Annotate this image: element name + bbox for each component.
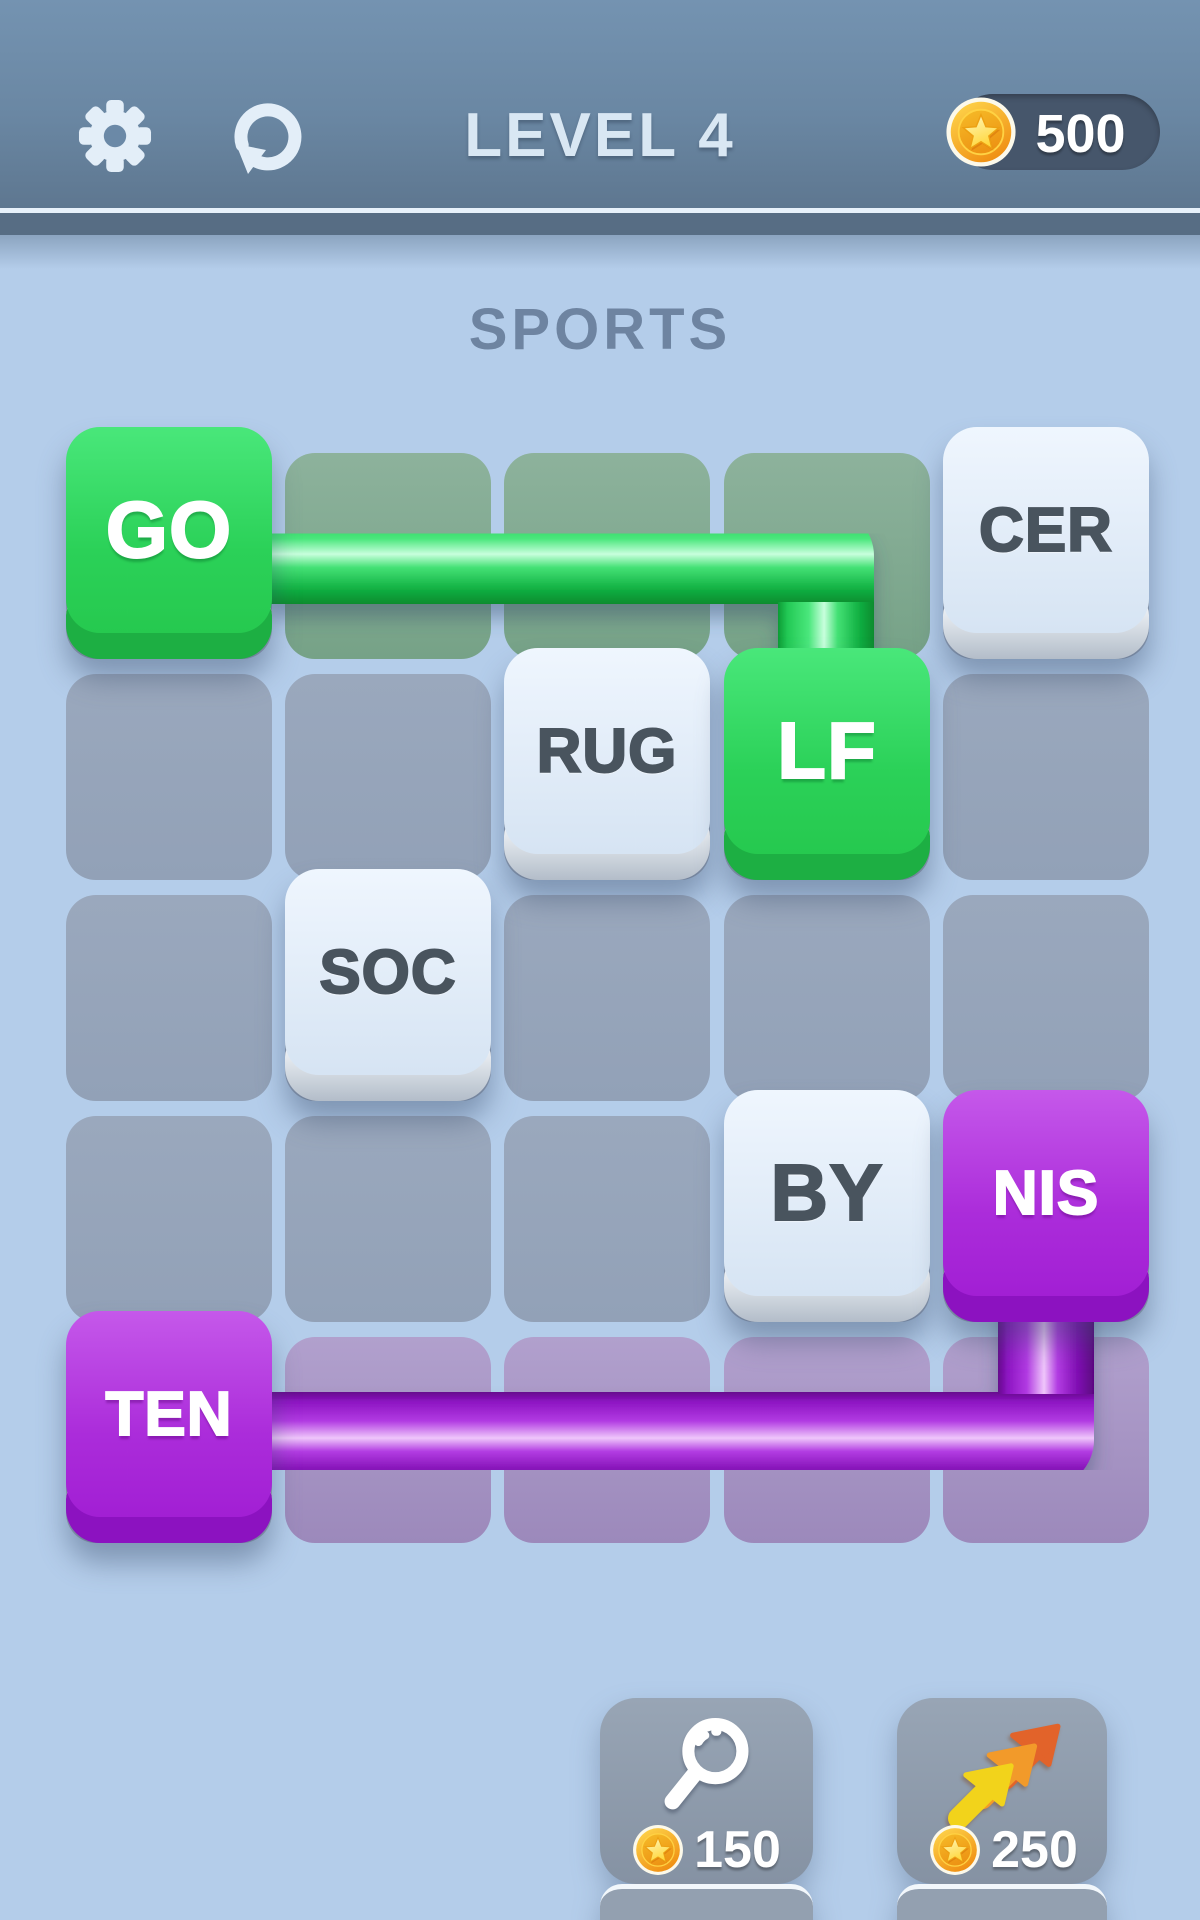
level-title: LEVEL 4 xyxy=(464,101,736,170)
coin-icon xyxy=(632,1824,684,1876)
coin-icon xyxy=(929,1824,981,1876)
tile-face: BY xyxy=(724,1090,930,1296)
boost-button-face: 250 xyxy=(897,1698,1107,1884)
tile-face: NIS xyxy=(943,1090,1149,1296)
top-bar-separator xyxy=(0,208,1200,213)
board-cell xyxy=(504,1116,710,1322)
tile-label: TEN xyxy=(105,1379,233,1450)
board-cell xyxy=(943,895,1149,1101)
tile-rug[interactable]: RUG xyxy=(504,648,710,880)
tile-label: NIS xyxy=(992,1158,1100,1229)
tile-label: BY xyxy=(769,1147,884,1238)
tile-face: TEN xyxy=(66,1311,272,1517)
board-cell xyxy=(943,674,1149,880)
board-cell xyxy=(66,674,272,880)
board-cell xyxy=(504,895,710,1101)
settings-button[interactable] xyxy=(78,98,152,174)
board-cell xyxy=(285,1116,491,1322)
boost-cost: 250 xyxy=(991,1821,1078,1879)
category-title: SPORTS xyxy=(468,297,732,362)
hint-button-face: 150 xyxy=(600,1698,813,1884)
arrows-icon xyxy=(897,1712,1107,1829)
board-cell xyxy=(66,895,272,1101)
tile-label: RUG xyxy=(536,716,678,787)
tile-face: LF xyxy=(724,648,930,854)
coin-balance-badge: 500 xyxy=(945,94,1160,170)
coin-icon xyxy=(945,96,1017,168)
tile-go[interactable]: GO xyxy=(66,427,272,659)
coin-balance: 500 xyxy=(1035,104,1126,164)
gear-icon xyxy=(78,99,152,173)
tile-label: LF xyxy=(776,705,877,796)
tile-cer[interactable]: CER xyxy=(943,427,1149,659)
tile-face: GO xyxy=(66,427,272,633)
tile-nis[interactable]: NIS xyxy=(943,1090,1149,1322)
tile-soc[interactable]: SOC xyxy=(285,869,491,1101)
magnifier-icon xyxy=(600,1712,813,1822)
board-cell xyxy=(285,674,491,880)
tile-face: RUG xyxy=(504,648,710,854)
tile-face: CER xyxy=(943,427,1149,633)
hint-button-lip xyxy=(600,1884,813,1920)
tile-label: GO xyxy=(105,484,233,575)
restart-button[interactable] xyxy=(228,94,308,178)
board-cell xyxy=(724,895,930,1101)
tile-face: SOC xyxy=(285,869,491,1075)
tile-label: SOC xyxy=(318,937,457,1008)
top-bar-shadow-band xyxy=(0,213,1200,235)
hint-button[interactable]: 150 xyxy=(600,1698,813,1920)
tile-by[interactable]: BY xyxy=(724,1090,930,1322)
restart-icon xyxy=(234,103,302,174)
tile-ten[interactable]: TEN xyxy=(66,1311,272,1543)
tile-lf[interactable]: LF xyxy=(724,648,930,880)
top-bar-fade xyxy=(0,235,1200,269)
hint-cost: 150 xyxy=(694,1821,781,1879)
boost-button-lip xyxy=(897,1884,1107,1920)
board-cell xyxy=(66,1116,272,1322)
tile-label: CER xyxy=(978,495,1113,566)
boost-button[interactable]: 250 xyxy=(897,1698,1107,1920)
